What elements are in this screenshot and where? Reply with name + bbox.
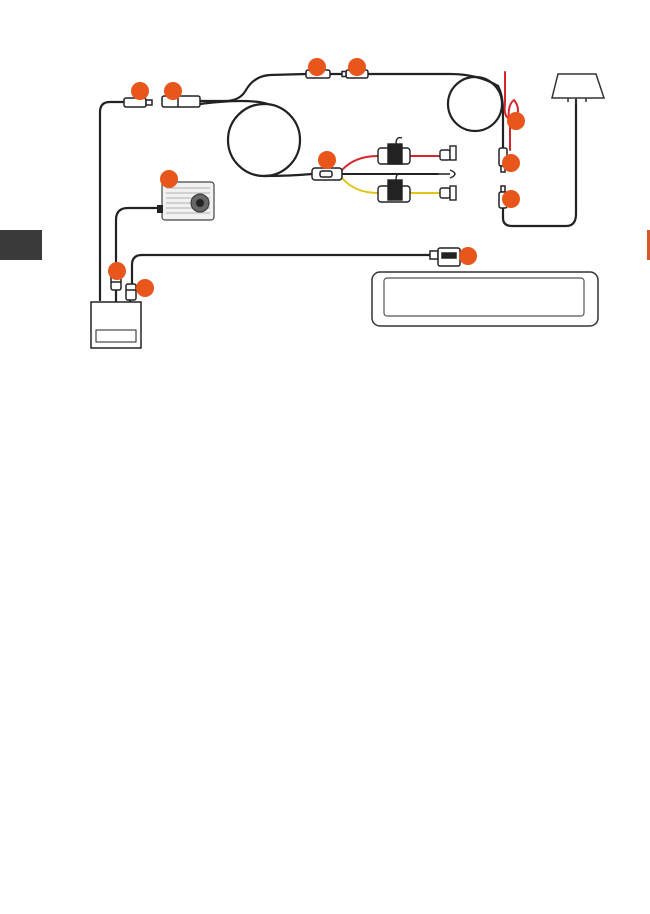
fuse-tap-top (440, 146, 456, 160)
marker-dot (160, 170, 178, 188)
marker-dot (502, 190, 520, 208)
fuse-holder-bottom (378, 174, 410, 202)
fuse-tap-bottom (440, 186, 456, 200)
connector-monitor (430, 248, 460, 266)
callout-marker-3 (308, 58, 326, 76)
red-wire-right (505, 72, 518, 150)
callout-marker-11 (108, 262, 126, 280)
connector-main-right (126, 284, 136, 300)
callout-marker-4 (348, 58, 366, 76)
callout-marker-2 (164, 82, 182, 100)
cable-connector-2-to-top-row (200, 74, 306, 101)
marker-dot (164, 82, 182, 100)
marker-dot (308, 58, 326, 76)
ring-terminal (438, 170, 455, 178)
callout-marker-6 (318, 151, 336, 169)
marker-dot (459, 247, 477, 265)
marker-dot (348, 58, 366, 76)
callout-marker-10 (459, 247, 477, 265)
callout-marker-5 (160, 170, 178, 188)
cable-coil-right-loop (448, 77, 502, 131)
callout-marker-9 (502, 190, 520, 208)
rear-camera (157, 182, 214, 220)
windshield-mount (552, 74, 604, 104)
cable-coil-left-loop (228, 104, 300, 176)
callout-marker-12 (136, 279, 154, 297)
marker-dot (318, 151, 336, 169)
callout-marker-1 (131, 82, 149, 100)
marker-dot (502, 154, 520, 172)
main-unit (91, 302, 141, 348)
cable-connector-4-to-right-coil (368, 74, 498, 86)
fuse-holder-top (378, 138, 410, 164)
callout-marker-7 (507, 112, 525, 130)
fuse-wiring (342, 72, 518, 193)
marker-dot (507, 112, 525, 130)
callout-marker-8 (502, 154, 520, 172)
marker-dot (136, 279, 154, 297)
fuse-hub-connector (312, 168, 342, 180)
marker-dot (131, 82, 149, 100)
marker-dot (108, 262, 126, 280)
mirror-monitor (372, 272, 598, 326)
